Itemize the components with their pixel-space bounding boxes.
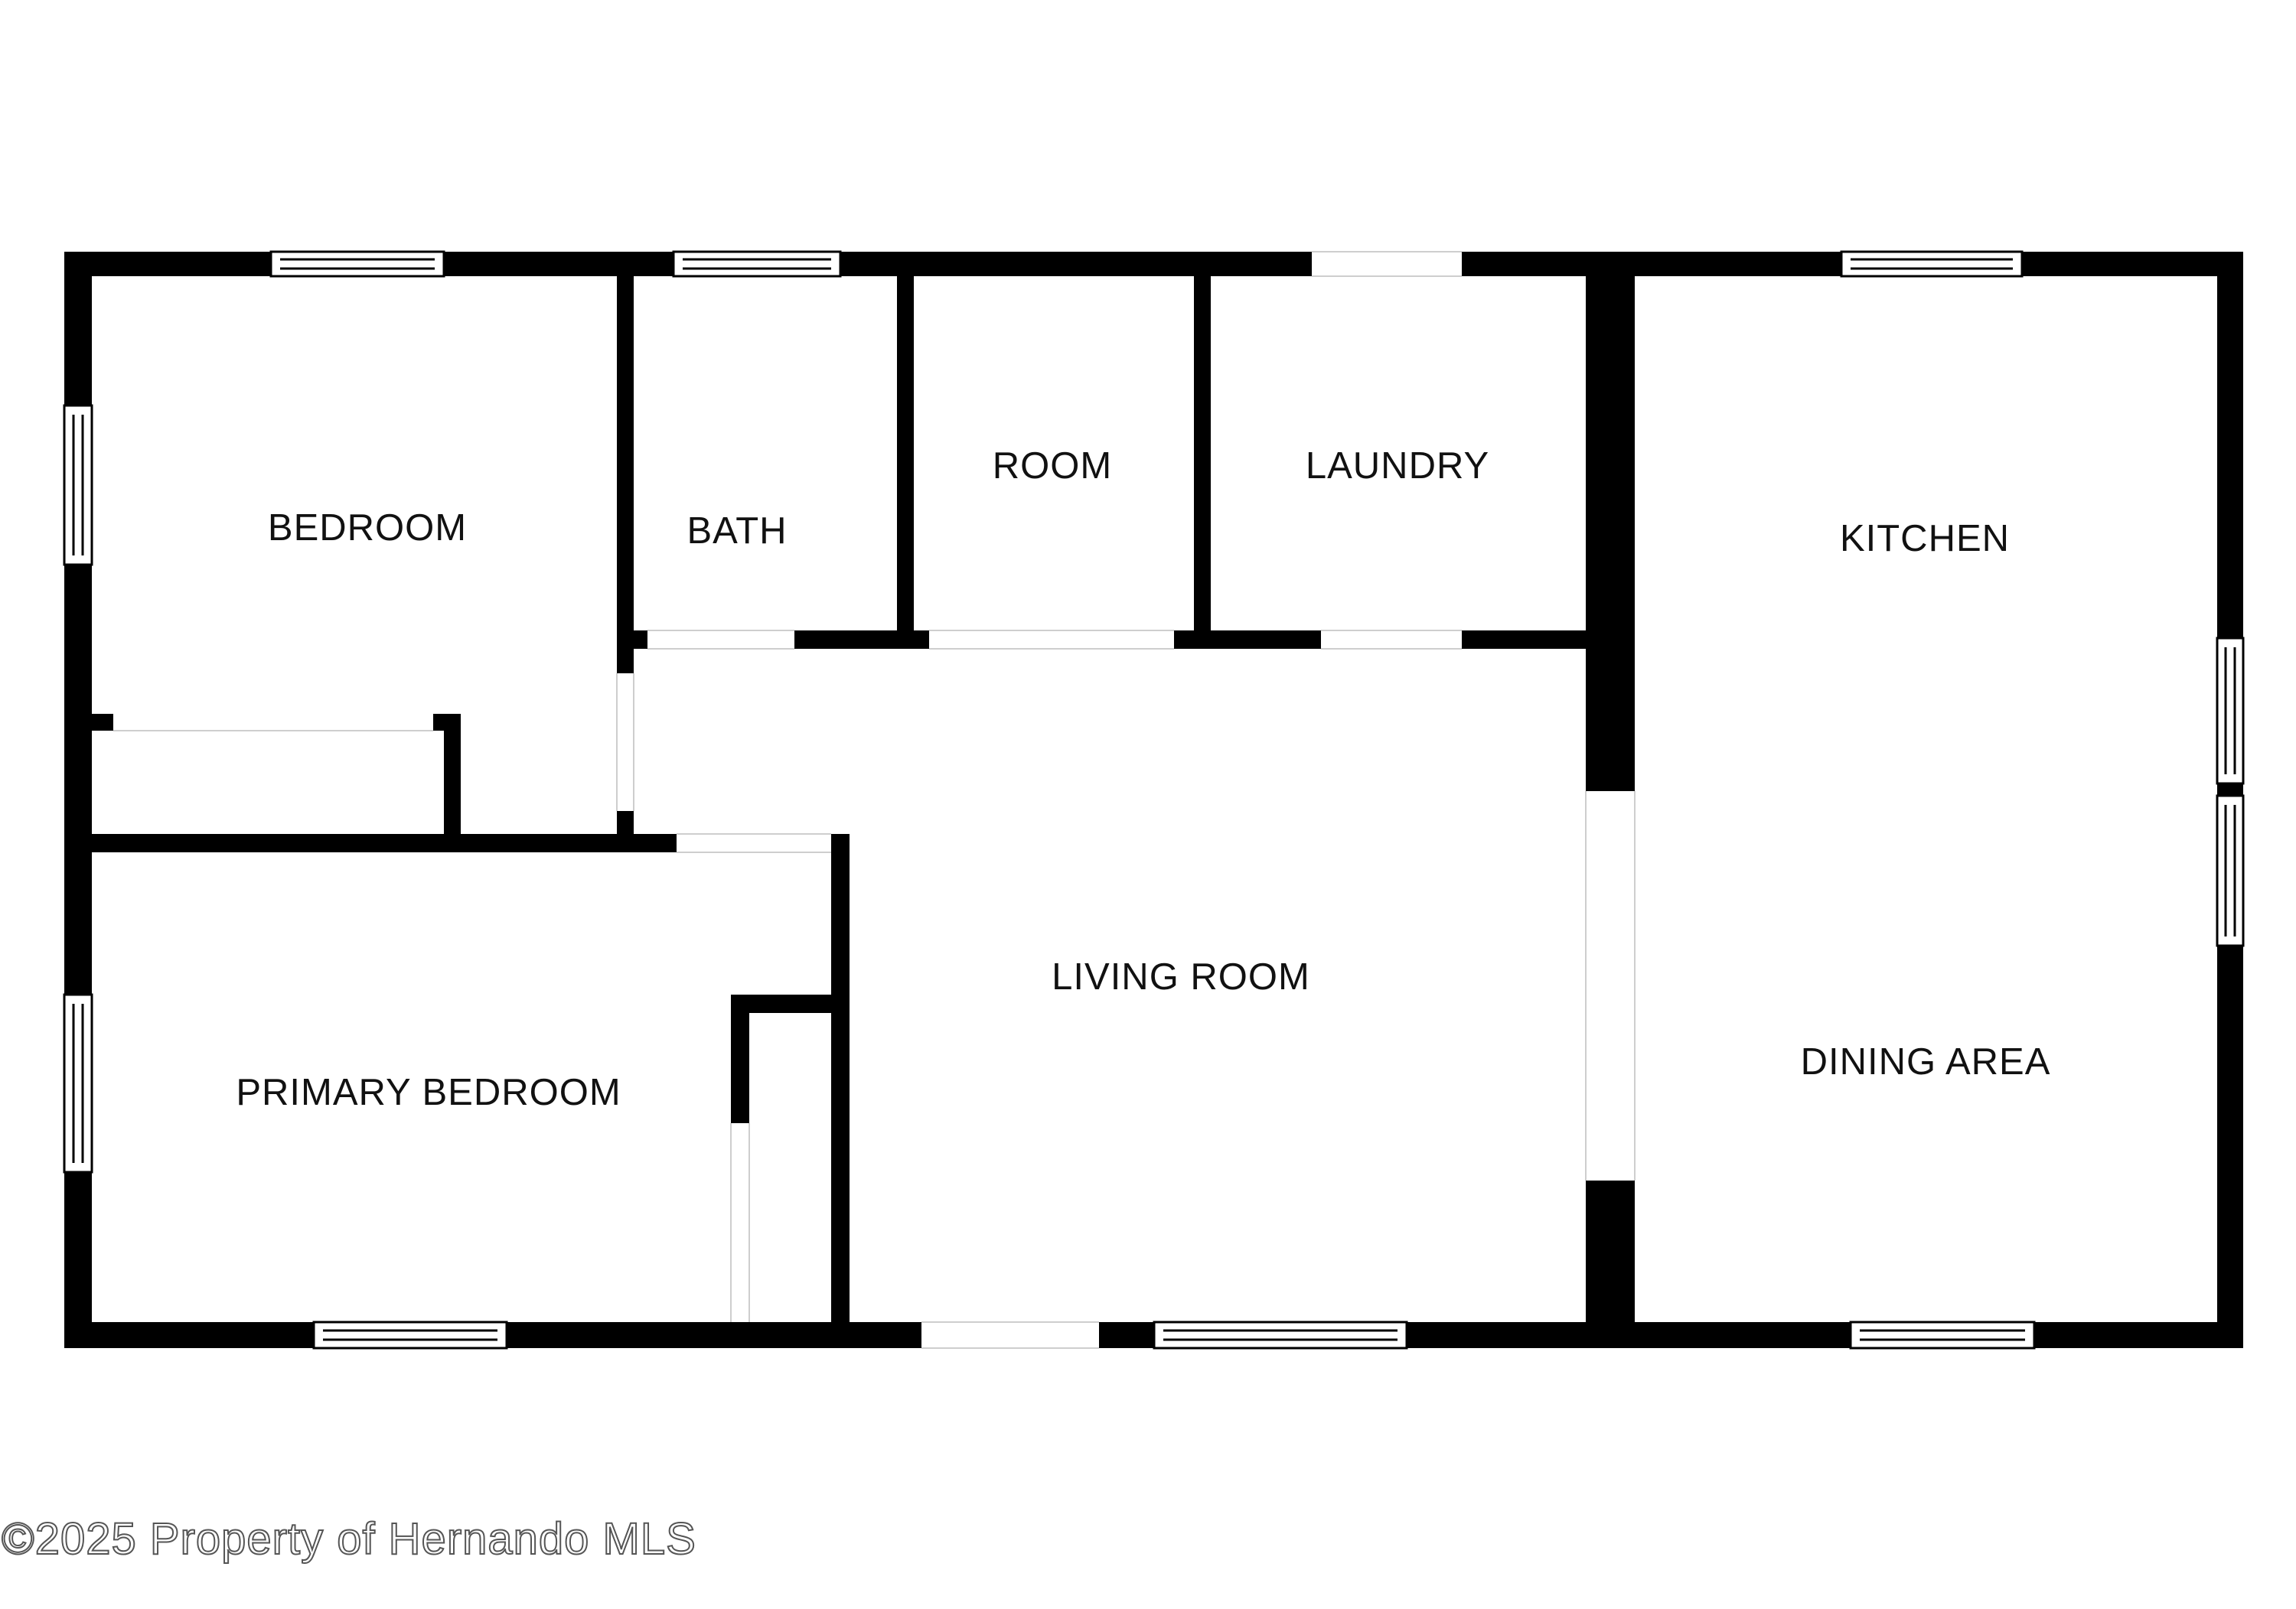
window-dining-bottom [1849, 1321, 2036, 1350]
closet-wall-left [92, 714, 113, 731]
front-door [921, 1321, 1099, 1350]
room-label-primary-bedroom: PRIMARY BEDROOM [236, 1072, 621, 1113]
room-label-bath: BATH [687, 510, 787, 552]
room-door [929, 630, 1174, 649]
room-labels: BEDROOM BATH ROOM LAUNDRY KITCHEN LIVING… [236, 445, 2050, 1113]
bedroom-closet-opening [113, 714, 433, 731]
window-primary-left [63, 993, 93, 1174]
room-label-laundry: LAUNDRY [1306, 445, 1489, 487]
openings [113, 250, 1636, 1350]
room-label-room: ROOM [993, 445, 1112, 487]
window-bath-top [672, 250, 842, 278]
kitchen-opening [1586, 791, 1635, 1181]
room-label-living-room: LIVING ROOM [1052, 956, 1310, 998]
room-label-bedroom: BEDROOM [268, 507, 467, 549]
window-bedroom-top [269, 250, 445, 278]
bath-door [647, 630, 794, 649]
closet-wall-right [444, 714, 461, 848]
kitchen-wall-lower [1586, 1181, 1635, 1348]
window-living-bottom [1153, 1321, 1408, 1350]
primary-closet-top [731, 995, 846, 1013]
hall-wall-a [617, 630, 647, 649]
room-label-dining-area: DINING AREA [1801, 1041, 2051, 1083]
bedroom-door [617, 673, 634, 811]
window-kitchen-right-1 [2216, 637, 2245, 785]
primary-door [677, 834, 831, 852]
laundry-door [1321, 630, 1462, 649]
room-label-kitchen: KITCHEN [1840, 518, 2010, 559]
kitchen-wall-upper [1586, 276, 1635, 791]
primary-closet-door [731, 1123, 749, 1322]
walls [64, 252, 2243, 1348]
window-bedroom-left [63, 404, 93, 566]
window-kitchen-top [1840, 250, 2024, 278]
bedroom-primary-wall [92, 834, 677, 852]
primary-living-wall [831, 834, 850, 1348]
hall-wall-d [1462, 630, 1586, 649]
hall-wall-c [1174, 630, 1321, 649]
laundry-exterior-door [1312, 250, 1462, 278]
window-primary-bottom [312, 1321, 508, 1350]
bath-room-wall [897, 276, 914, 647]
watermark: ©2025 Property of Hernando MLS [1, 1513, 696, 1565]
bedroom-bath-wall [617, 276, 634, 673]
windows [63, 250, 2245, 1350]
room-laundry-wall [1194, 276, 1211, 647]
primary-closet-left [731, 995, 749, 1123]
hall-wall-b [794, 630, 929, 649]
window-kitchen-right-2 [2216, 794, 2245, 947]
